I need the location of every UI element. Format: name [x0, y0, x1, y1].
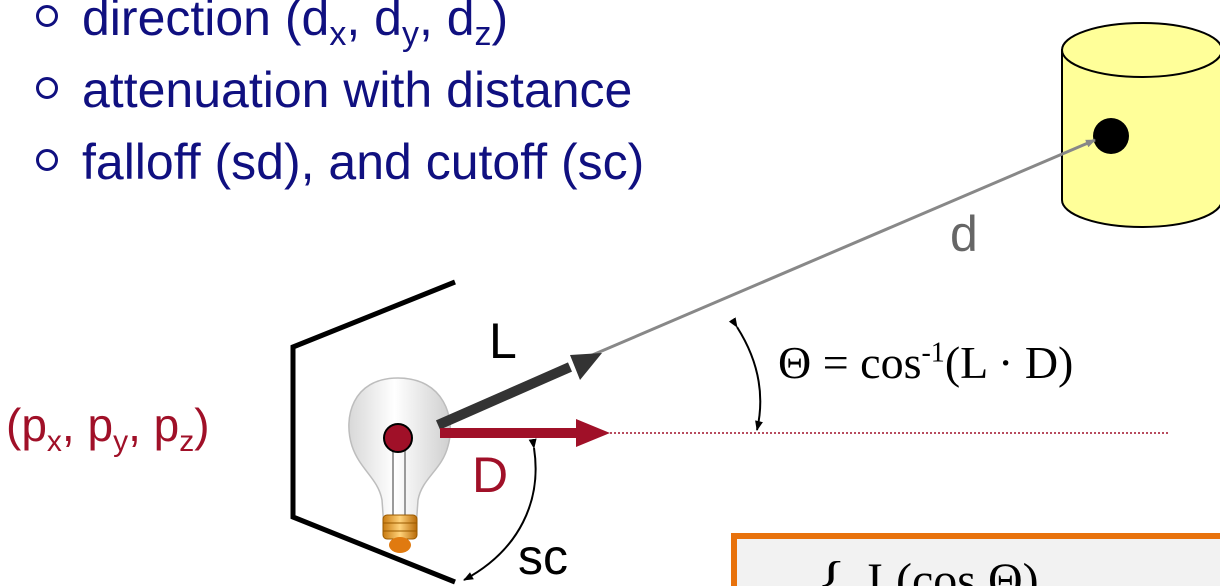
surface-point — [1093, 118, 1129, 154]
formula-expression: I0(cos Θ) — [867, 554, 1039, 586]
bullet-direction: direction (dx, dy, dz) — [36, 0, 644, 54]
intensity-formula-box: { I0(cos Θ) — [731, 533, 1220, 586]
distance-label: d — [950, 206, 978, 262]
direction-vector-arrowhead — [576, 419, 610, 447]
hollow-circle-bullet-icon — [36, 149, 58, 171]
cylinder-object-icon — [1061, 22, 1220, 228]
light-position-label: (px, py, pz) — [6, 399, 210, 458]
formula-brace: { — [817, 550, 846, 586]
bullet-falloff-cutoff: falloff (sd), and cutoff (sc) — [36, 126, 644, 198]
bullet-list: direction (dx, dy, dz) attenuation with … — [36, 0, 644, 198]
distance-ray — [589, 138, 1096, 358]
light-vector-L — [435, 362, 573, 430]
bullet-attenuation-text: attenuation with distance — [82, 62, 633, 118]
cutoff-label: sc — [518, 529, 568, 585]
direction-vector-label: D — [472, 447, 509, 503]
hollow-circle-bullet-icon — [36, 77, 58, 99]
theta-formula: Θ = cos-1(L · D) — [778, 337, 1074, 388]
bullet-falloff-text: falloff (sd), and cutoff (sc) — [82, 134, 645, 190]
light-position-point — [383, 423, 413, 453]
theta-angle-arc — [728, 317, 763, 431]
bullet-attenuation: attenuation with distance — [36, 54, 644, 126]
light-vector-arrowhead — [570, 353, 602, 380]
light-vector-label: L — [489, 313, 517, 369]
hollow-circle-bullet-icon — [36, 5, 58, 27]
bullet-direction-text: direction (dx, dy, dz) — [82, 0, 509, 53]
spotlight-housing — [290, 279, 456, 585]
cutoff-angle-arc — [463, 438, 537, 581]
light-bulb-icon — [348, 377, 452, 553]
